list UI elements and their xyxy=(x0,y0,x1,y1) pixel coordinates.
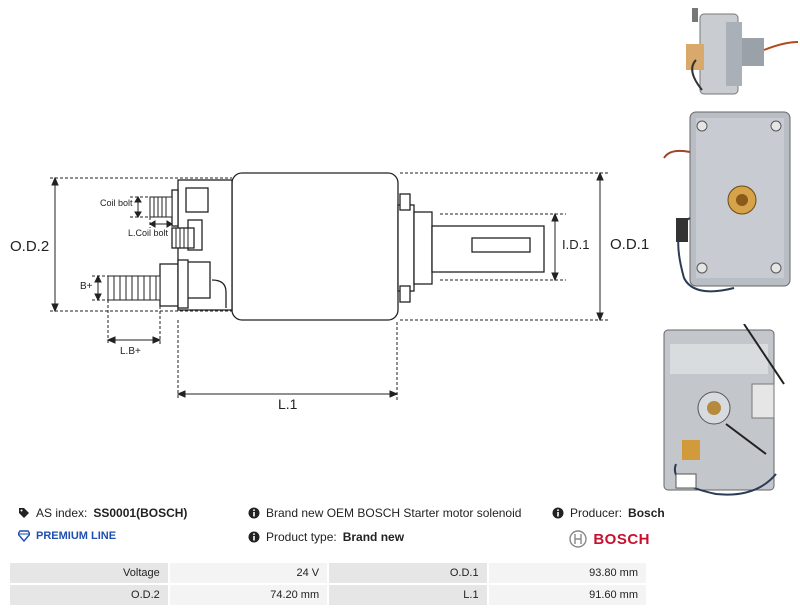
id1-label: I.D.1 xyxy=(562,237,589,252)
bosch-logo: BOSCH xyxy=(569,530,650,548)
as-index-label: AS index: xyxy=(36,506,88,520)
as-index-value: SS0001(BOSCH) xyxy=(93,506,188,520)
bosch-armature-icon xyxy=(569,530,588,548)
od2-label: O.D.2 xyxy=(10,238,49,255)
premium-line-badge: PREMIUM LINE xyxy=(18,530,116,542)
product-photo-open xyxy=(656,324,800,500)
producer-label: Producer: xyxy=(570,506,623,520)
table-row: O.D.2 74.20 mm L.1 91.60 mm xyxy=(10,585,646,605)
product-photos xyxy=(656,0,800,500)
bosch-logo-text: BOSCH xyxy=(593,530,650,548)
solenoid-diagram: O.D.2 O.D.1 I.D.1 L.1 Coil bolt L.Coil b… xyxy=(10,171,649,412)
info-icon xyxy=(248,507,260,519)
od1-label: O.D.1 xyxy=(610,236,649,253)
product-type: Product type: Brand new xyxy=(248,530,404,544)
spec-key: L.1 xyxy=(329,585,487,605)
product-photo-side xyxy=(656,4,800,100)
premium-line-text: PREMIUM LINE xyxy=(36,530,117,542)
description-text: Brand new OEM BOSCH Starter motor soleno… xyxy=(266,506,522,520)
spec-key: Voltage xyxy=(10,563,168,583)
diamond-icon xyxy=(18,530,30,542)
info-icon xyxy=(552,507,564,519)
spec-key: O.D.2 xyxy=(10,585,168,605)
spec-value: 24 V xyxy=(169,563,328,583)
product-photo-front xyxy=(656,108,800,298)
info-icon xyxy=(248,531,260,543)
spec-value: 93.80 mm xyxy=(488,563,646,583)
tag-icon xyxy=(19,508,29,518)
table-row: Voltage 24 V O.D.1 93.80 mm xyxy=(10,563,646,583)
b-plus-label: B+ xyxy=(80,281,93,292)
description: Brand new OEM BOSCH Starter motor soleno… xyxy=(248,506,521,520)
spec-value: 91.60 mm xyxy=(488,585,646,605)
l-coil-bolt-label: L.Coil bolt xyxy=(128,228,169,238)
l1-label: L.1 xyxy=(278,396,298,412)
coil-bolt-label: Coil bolt xyxy=(100,198,133,208)
spec-value: 74.20 mm xyxy=(169,585,328,605)
spec-key: O.D.1 xyxy=(329,563,487,583)
info-row-2: PREMIUM LINE Product type: Brand new xyxy=(0,530,800,550)
product-type-label: Product type: xyxy=(266,530,337,544)
specs-table: Voltage 24 V O.D.1 93.80 mm O.D.2 74.20 … xyxy=(8,561,648,607)
producer: Producer: Bosch xyxy=(552,506,665,520)
as-index: AS index: SS0001(BOSCH) xyxy=(18,506,187,520)
product-type-value: Brand new xyxy=(342,530,405,544)
info-row-1: AS index: SS0001(BOSCH) Brand new OEM BO… xyxy=(0,506,800,526)
l-b-plus-label: L.B+ xyxy=(120,346,141,357)
producer-value: Bosch xyxy=(628,506,665,520)
